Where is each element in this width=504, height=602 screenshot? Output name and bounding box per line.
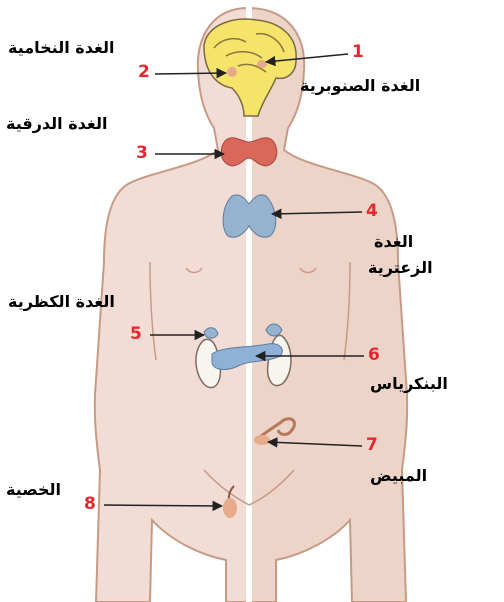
leader-2	[154, 67, 228, 79]
leader-8	[103, 500, 224, 512]
callout-number-7: 7	[366, 435, 378, 455]
torso-contours	[149, 261, 351, 506]
callout-number-1: 1	[352, 42, 364, 62]
label-thymus-line2: الزعترية	[368, 258, 433, 277]
thyroid-gland	[220, 137, 278, 167]
callout-number-3: 3	[136, 143, 148, 163]
fallopian-tube	[255, 417, 296, 442]
leader-1	[264, 53, 349, 67]
leader-4	[270, 208, 363, 220]
callout-number-2: 2	[138, 62, 150, 82]
label-pancreas: البنكرياس	[370, 374, 448, 393]
label-thymus-line1: الغدة	[374, 232, 414, 251]
label-pituitary-gland: الغدة النخامية	[8, 38, 115, 57]
label-pineal-gland: الغدة الصنوبرية	[300, 76, 421, 95]
left-adrenal-gland	[203, 327, 219, 339]
pineal-gland	[257, 60, 267, 68]
brain-folds	[213, 32, 285, 73]
leader-7	[266, 437, 363, 448]
pituitary-gland	[227, 67, 237, 77]
ovary	[254, 435, 270, 445]
callout-number-5: 5	[130, 324, 142, 344]
label-adrenal-gland: الغدة الكظرية	[8, 292, 115, 311]
callout-number-6: 6	[368, 345, 380, 365]
label-ovary: المبيض	[370, 466, 428, 485]
left-kidney	[195, 338, 222, 389]
right-adrenal-gland	[265, 323, 283, 337]
thymus-gland	[222, 194, 277, 238]
brain-illustration	[203, 18, 297, 117]
label-testis: الخصية	[6, 480, 62, 499]
label-thyroid-gland: الغدة الدرقية	[6, 114, 108, 133]
testis	[223, 498, 237, 518]
callout-number-8: 8	[84, 494, 96, 514]
callout-number-4: 4	[366, 201, 378, 221]
